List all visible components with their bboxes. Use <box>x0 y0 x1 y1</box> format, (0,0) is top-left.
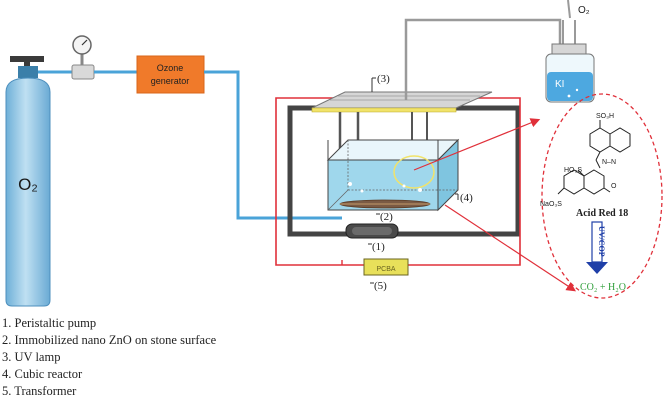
marker-5: (5) <box>374 280 387 292</box>
cubic-reactor <box>326 138 460 212</box>
azo-label: N–N <box>602 159 616 166</box>
process-arrow <box>586 221 608 274</box>
process-label: UV/COP <box>597 226 606 257</box>
marker-2: (2) <box>380 211 393 223</box>
ozone-generator: Ozone generator <box>136 55 205 94</box>
naso3-label: NaO₃S <box>540 201 562 208</box>
pointer-arrow-top <box>413 118 541 171</box>
marker-3: (3) <box>377 73 390 85</box>
cylinder-label: O₂ <box>18 175 38 194</box>
legend-item-1: 1. Peristaltic pump <box>2 316 97 330</box>
products-label: CO₂ + H₂O <box>580 282 626 293</box>
oxo-label: O <box>611 183 617 190</box>
marker-1: (1) <box>372 241 385 253</box>
ozone-tube <box>204 70 342 220</box>
pressure-regulator <box>71 35 95 80</box>
dye-name: Acid Red 18 <box>576 208 628 219</box>
ki-label: KI <box>555 79 564 90</box>
transformer: PCBA <box>363 258 409 276</box>
uv-lamp <box>311 91 493 113</box>
legend-item-3: 3. UV lamp <box>2 350 61 364</box>
ozone-label-2: generator <box>151 76 190 86</box>
vent-tube <box>404 18 562 100</box>
legend-item-4: 4. Cubic reactor <box>2 367 83 381</box>
marker-4: (4) <box>460 192 473 204</box>
oxygen-cylinder: O₂ <box>5 56 51 307</box>
acid-red-18-structure <box>557 120 631 195</box>
hso3-label: HO₃S <box>564 167 582 174</box>
legend-list: 1. Peristaltic pump 2. Immobilized nano … <box>2 315 216 400</box>
degradation-callout <box>541 93 663 299</box>
legend-item-2: 2. Immobilized nano ZnO on stone surface <box>2 333 217 347</box>
ozone-label-1: Ozone <box>157 63 184 73</box>
pointer-arrow-bottom <box>444 204 577 292</box>
so3h-label: SO₃H <box>596 113 614 120</box>
ki-trap-bottle: KI <box>545 0 595 103</box>
vent-o2-label: O₂ <box>578 5 590 16</box>
peristaltic-pump <box>345 223 399 239</box>
transformer-label: PCBA <box>376 266 395 273</box>
legend-item-5: 5. Transformer <box>2 384 77 398</box>
